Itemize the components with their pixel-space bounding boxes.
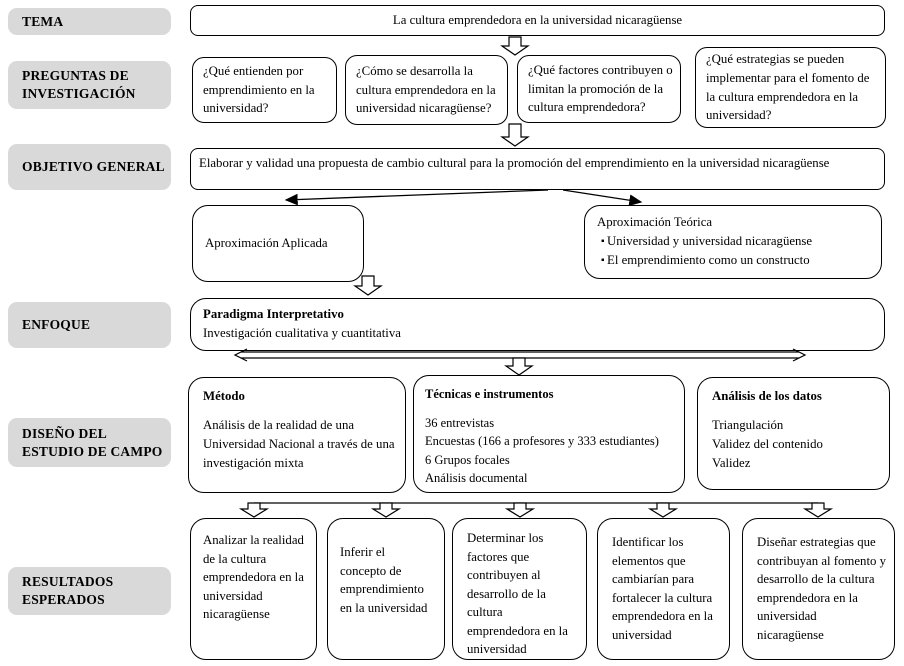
- label-preguntas: PREGUNTAS DE INVESTIGACIÓN: [8, 61, 171, 109]
- label-objetivo-text: OBJETIVO GENERAL: [22, 159, 165, 175]
- resultado-box-5: Diseñar estrategias que contribuyan al f…: [742, 518, 895, 660]
- question-3-text: ¿Qué factores contribuyen o limitan la p…: [528, 62, 673, 115]
- analisis-line: Triangulación: [712, 417, 784, 432]
- question-box-2: ¿Cómo se desarrolla la cultura emprended…: [345, 55, 508, 125]
- question-box-1: ¿Qué entienden por emprendimiento en la …: [192, 57, 337, 123]
- analisis-title: Análisis de los datos: [712, 389, 822, 403]
- resultado-box-1: Analizar la realidad de la cultura empre…: [190, 518, 317, 660]
- tecnicas-line: 6 Grupos focales: [425, 452, 510, 467]
- down-arrow-resultado-3: [504, 502, 536, 518]
- tecnicas-line: Encuestas (166 a profesores y 333 estudi…: [425, 434, 659, 448]
- resultado-box-2: Inferir el concepto de emprendimiento en…: [327, 518, 445, 660]
- resultado-box-3: Determinar los factores que contribuyen …: [452, 518, 587, 660]
- question-2-text: ¿Cómo se desarrolla la cultura emprended…: [356, 63, 496, 116]
- label-resultados: RESULTADOS ESPERADOS: [8, 567, 171, 615]
- down-arrow-resultado-5: [802, 502, 834, 518]
- diagonal-arrow-left: [284, 189, 549, 206]
- teorica-item: Universidad y universidad nicaragüense: [597, 232, 871, 251]
- question-4-text: ¿Qué estrategias se pueden implementar p…: [706, 51, 870, 123]
- question-box-4: ¿Qué estrategias se pueden implementar p…: [695, 47, 886, 128]
- label-enfoque-text: ENFOQUE: [22, 317, 91, 333]
- aproximacion-aplicada-box: Aproximación Aplicada: [192, 205, 364, 282]
- question-1-text: ¿Qué entienden por emprendimiento en la …: [203, 63, 315, 116]
- down-arrow-preguntas: [500, 123, 530, 147]
- down-arrow-aplicada: [353, 275, 383, 296]
- down-arrow-tema: [500, 36, 530, 56]
- aproximacion-teorica-box: Aproximación Teórica Universidad y unive…: [584, 205, 882, 279]
- analisis-line: Validez del contenido: [712, 436, 823, 451]
- label-objetivo: OBJETIVO GENERAL: [8, 144, 171, 190]
- aproximacion-teorica-title: Aproximación Teórica: [597, 215, 713, 229]
- label-tema: TEMA: [8, 8, 171, 35]
- metodo-box: Método Análisis de la realidad de una Un…: [188, 377, 406, 493]
- label-enfoque: ENFOQUE: [8, 302, 171, 348]
- down-arrow-resultado-4: [647, 502, 679, 518]
- down-arrow-resultado-1: [238, 502, 270, 518]
- tecnicas-line: Análisis documental: [425, 471, 528, 485]
- enfoque-box: Paradigma Interpretativo Investigación c…: [190, 298, 885, 351]
- analisis-line: Validez: [712, 455, 751, 470]
- metodo-title: Método: [203, 389, 245, 403]
- question-box-3: ¿Qué factores contribuyen o limitan la p…: [517, 55, 681, 123]
- down-arrow-enfoque: [504, 357, 534, 376]
- teorica-item: El emprendimiento como un constructo: [597, 251, 871, 270]
- tecnicas-box: Técnicas e instrumentos 36 entrevistas E…: [413, 375, 685, 493]
- tema-box: La cultura emprendedora en la universida…: [190, 5, 885, 36]
- label-diseno-text: DISEÑO DEL ESTUDIO DE CAMPO: [22, 425, 163, 459]
- analisis-datos-box: Análisis de los datos Triangulación Vali…: [697, 377, 890, 490]
- resultado-box-4: Identificar los elementos que cambiarían…: [597, 518, 730, 660]
- metodo-body: Análisis de la realidad de una Universid…: [203, 417, 395, 470]
- tecnicas-title: Técnicas e instrumentos: [425, 387, 554, 401]
- label-preguntas-text: PREGUNTAS DE INVESTIGACIÓN: [22, 68, 136, 101]
- aproximacion-aplicada-text: Aproximación Aplicada: [205, 236, 328, 251]
- diagonal-arrow-right: [562, 189, 643, 207]
- label-tema-text: TEMA: [22, 13, 64, 29]
- enfoque-title: Paradigma Interpretativo: [203, 307, 344, 321]
- enfoque-subtitle: Investigación cualitativa y cuantitativa: [203, 325, 401, 340]
- tecnicas-line: 36 entrevistas: [425, 415, 495, 430]
- down-arrow-resultado-2: [370, 502, 402, 518]
- label-resultados-text: RESULTADOS ESPERADOS: [22, 574, 114, 607]
- objetivo-box: Elaborar y validad una propuesta de camb…: [190, 148, 885, 190]
- label-diseno: DISEÑO DEL ESTUDIO DE CAMPO: [8, 418, 171, 467]
